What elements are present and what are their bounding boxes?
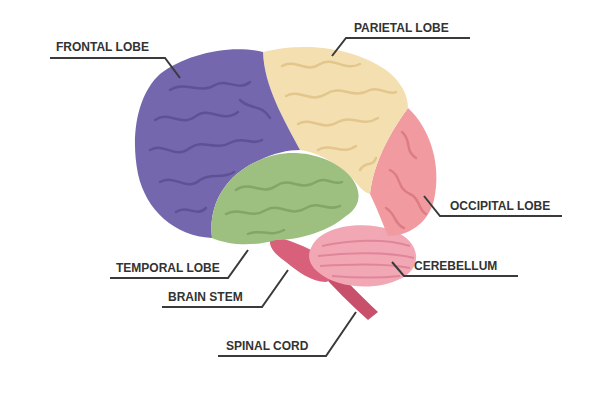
leader-line	[218, 312, 356, 356]
part-label: TEMPORAL LOBE	[116, 261, 220, 275]
part-label: BRAIN STEM	[168, 290, 243, 304]
leader-line	[424, 196, 562, 216]
part-label: SPINAL CORD	[226, 339, 308, 353]
leader-line	[50, 58, 180, 78]
part-label: OCCIPITAL LOBE	[450, 199, 550, 213]
frontal-gyri	[150, 82, 270, 212]
temporal-gyri	[226, 180, 342, 234]
parietal-gyri	[282, 62, 396, 170]
leader-line	[110, 250, 248, 278]
leader-line	[162, 270, 288, 307]
occipital-gyri	[386, 132, 426, 228]
part-label: PARIETAL LOBE	[354, 21, 449, 35]
leader-line	[332, 38, 470, 56]
part-label: FRONTAL LOBE	[56, 40, 149, 54]
temporal-lobe-shape	[211, 153, 358, 244]
leader-lines	[50, 38, 562, 356]
part-label: CEREBELLUM	[414, 259, 497, 273]
